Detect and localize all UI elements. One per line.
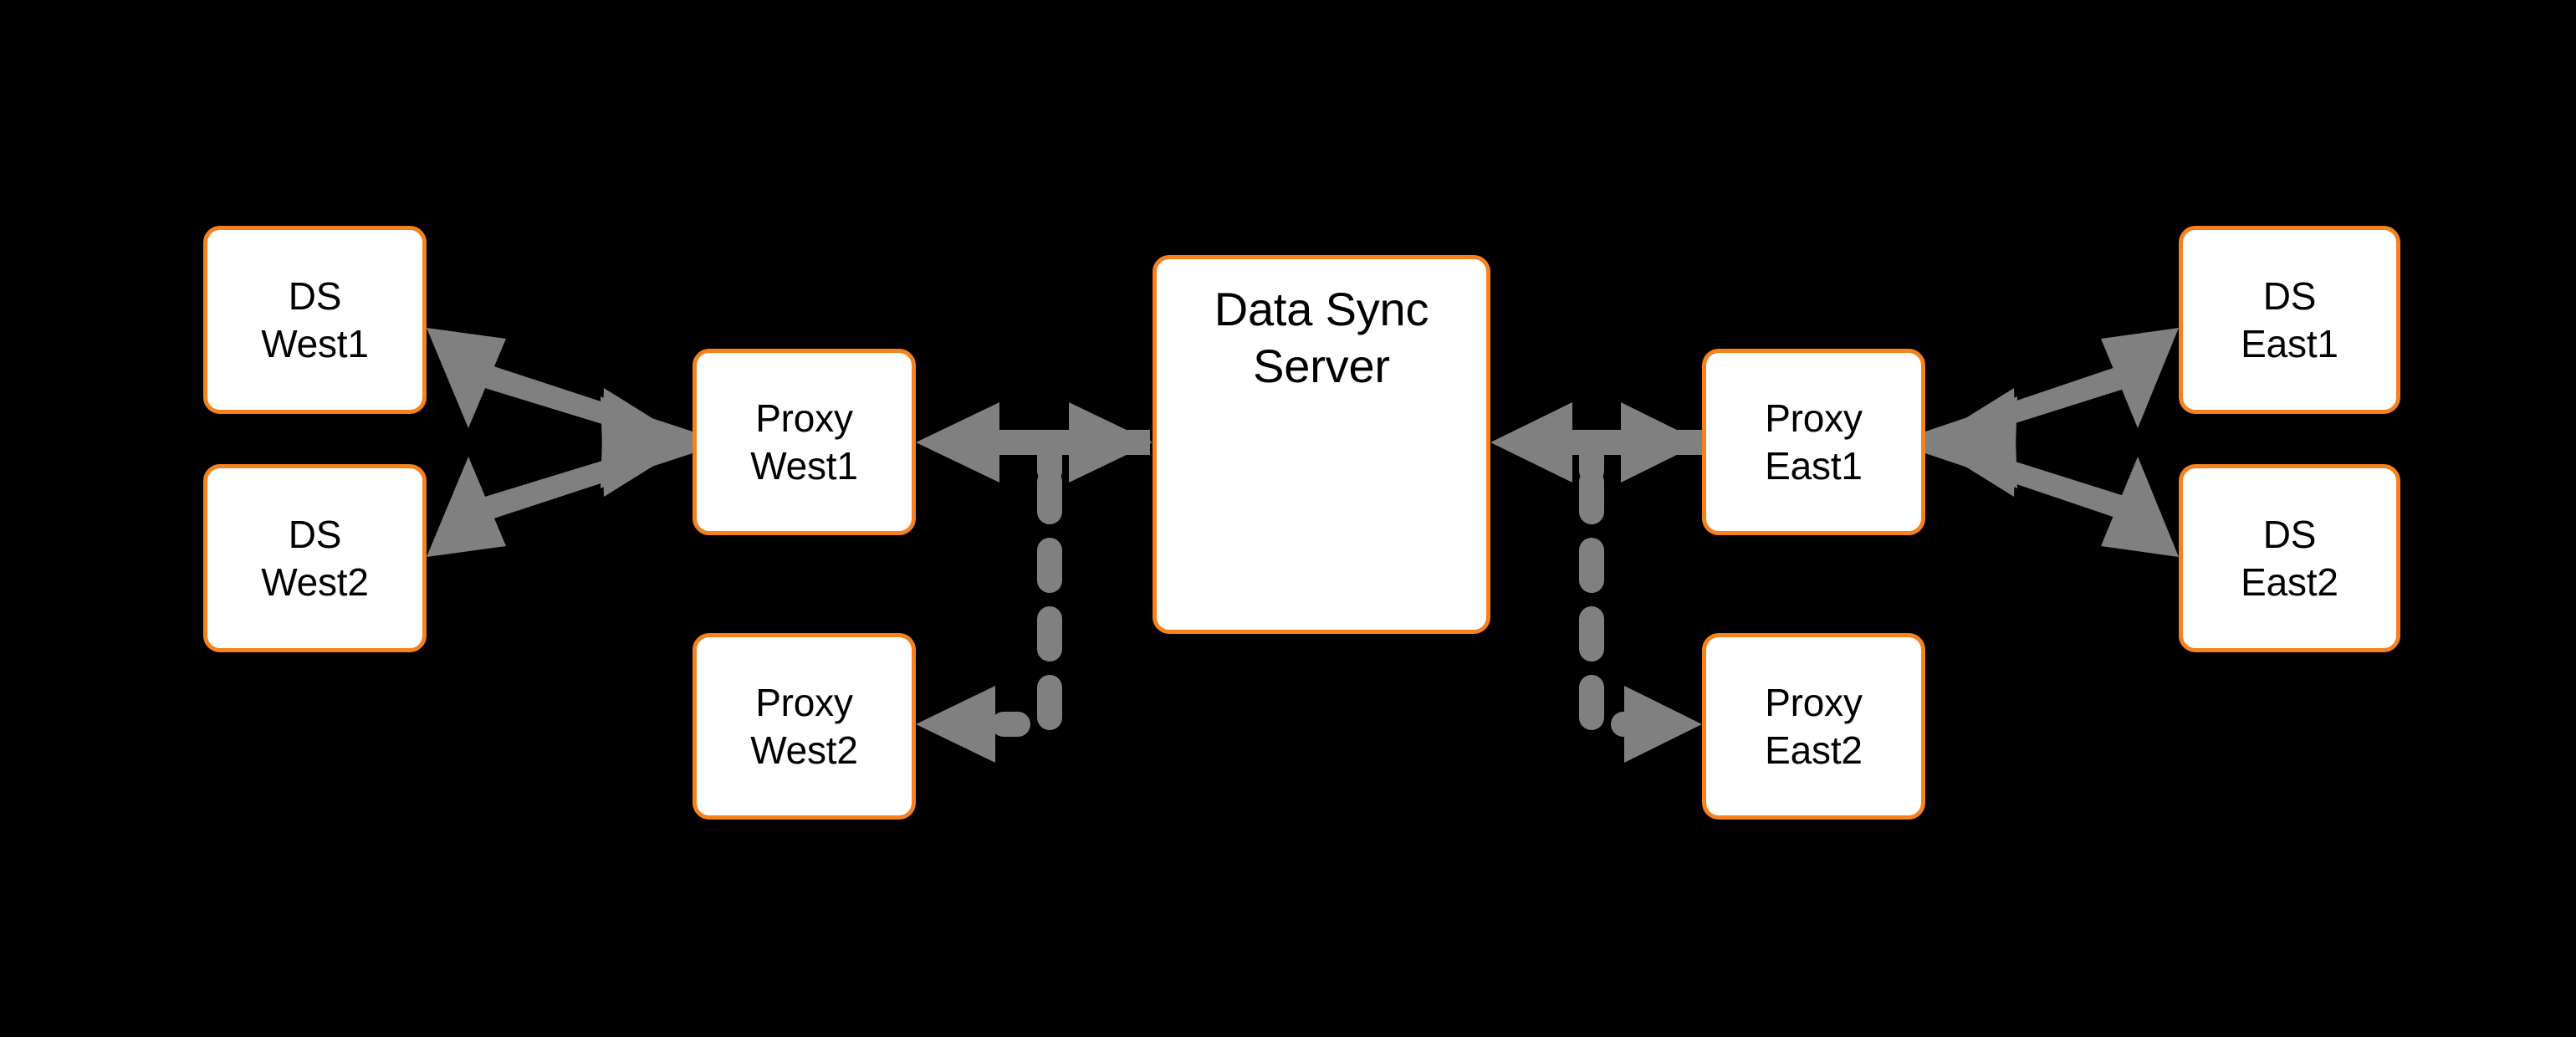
node-proxy-east1[interactable]: Proxy East1 (1702, 349, 1925, 535)
node-proxy-east2-label: Proxy East2 (1765, 681, 1863, 772)
node-proxy-east1-label: Proxy East1 (1765, 396, 1863, 488)
node-proxy-west2[interactable]: Proxy West2 (693, 633, 916, 820)
node-ds-east2-label: DS East2 (2241, 513, 2338, 604)
node-ds-east2[interactable]: DS East2 (2179, 464, 2400, 652)
node-proxy-west2-label: Proxy West2 (750, 681, 858, 772)
node-ds-west2-label: DS West2 (261, 513, 369, 604)
node-data-sync-server-label: Data Sync Server (1214, 283, 1429, 393)
edge-proxy-west1-data-sync-server (916, 402, 1153, 483)
node-ds-east1-label: DS East1 (2241, 274, 2338, 365)
node-ds-west1[interactable]: DS West1 (203, 226, 427, 414)
node-proxy-west1[interactable]: Proxy West1 (693, 349, 916, 535)
edge-data-sync-server-proxy-east1 (1490, 402, 1710, 483)
edge-proxy-east1-ds-east2 (1925, 388, 2179, 557)
edge-data-sync-server-proxy-west2 (916, 469, 1062, 763)
node-ds-west1-label: DS West1 (261, 274, 369, 365)
node-proxy-east2[interactable]: Proxy East2 (1702, 633, 1925, 820)
node-proxy-west1-label: Proxy West1 (750, 396, 858, 488)
node-data-sync-server[interactable]: Data Sync Server (1153, 255, 1490, 634)
node-ds-east1[interactable]: DS East1 (2179, 226, 2400, 414)
edge-data-sync-server-proxy-east2 (1579, 469, 1702, 763)
node-ds-west2[interactable]: DS West2 (203, 464, 427, 652)
edge-ds-west2-proxy-west1 (427, 388, 693, 557)
